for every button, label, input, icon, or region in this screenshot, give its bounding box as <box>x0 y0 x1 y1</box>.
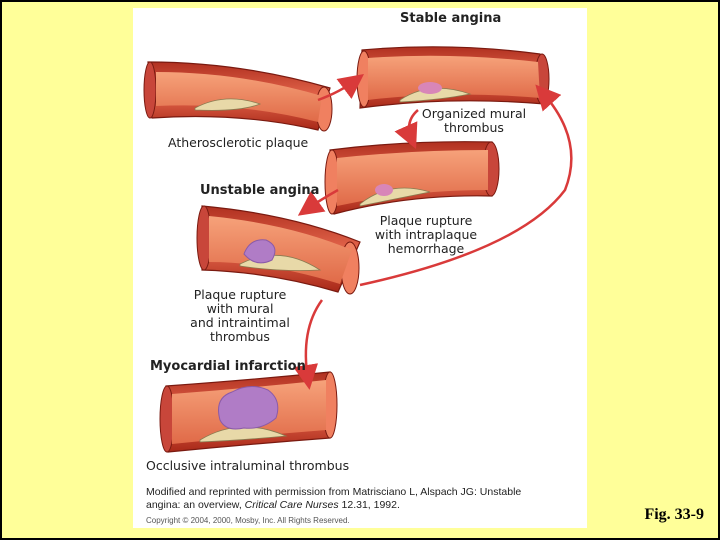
thrombus-mural <box>243 239 276 264</box>
vessel-mural <box>196 205 361 295</box>
vessel-intraplaque <box>324 141 500 215</box>
credit-prefix: angina: an overview, <box>146 499 245 511</box>
arrow-back-to-stable <box>359 84 573 287</box>
label-organized-mural-thrombus: Organized mural thrombus <box>418 107 530 135</box>
label-stable-angina: Stable angina <box>400 11 502 26</box>
label-atherosclerotic-plaque: Atherosclerotic plaque <box>168 135 309 150</box>
thrombus-occlusive <box>218 386 279 430</box>
label-myocardial-infarction: Myocardial infarction <box>150 359 306 374</box>
vessel-stable <box>356 46 550 109</box>
arrow-to-stable <box>317 74 365 102</box>
vessel-occlusive <box>159 371 338 453</box>
label-line: thrombus <box>444 120 504 135</box>
arrow-to-infarction <box>293 299 324 390</box>
label-line: Organized mural <box>421 106 527 121</box>
credit-line-1: Modified and reprinted with permission f… <box>146 486 522 498</box>
label-line: with intraplaque <box>374 227 478 242</box>
arrow-to-unstable <box>297 188 339 216</box>
label-line: thrombus <box>210 329 270 344</box>
vessel-atherosclerotic <box>143 61 333 132</box>
label-line: and intraintimal <box>190 315 290 330</box>
label-line: Plaque rupture <box>379 213 473 228</box>
figure-credit: Modified and reprinted with permission f… <box>146 486 566 512</box>
arrow-to-intraplaque <box>394 109 419 150</box>
label-unstable-angina: Unstable angina <box>200 183 320 198</box>
plaque-shape <box>194 98 262 111</box>
label-occlusive-thrombus: Occlusive intraluminal thrombus <box>146 458 350 473</box>
credit-line-2: angina: an overview, Critical Care Nurse… <box>146 499 566 512</box>
figure-label: Fig. 33-9 <box>644 506 704 523</box>
copyright-notice: Copyright © 2004, 2000, Mosby, Inc. All … <box>146 516 350 525</box>
label-line: hemorrhage <box>387 241 465 256</box>
progression-arrows <box>293 74 573 390</box>
credit-journal: Critical Care Nurses <box>244 499 339 511</box>
thrombus-small <box>418 82 442 94</box>
credit-suffix: 12.31, 1992. <box>338 499 400 511</box>
label-line: with mural <box>206 301 274 316</box>
label-line: Plaque rupture <box>193 287 287 302</box>
label-rupture-intraplaque: Plaque rupture with intraplaque hemorrha… <box>374 214 478 256</box>
label-rupture-mural: Plaque rupture with mural and intraintim… <box>188 288 292 344</box>
